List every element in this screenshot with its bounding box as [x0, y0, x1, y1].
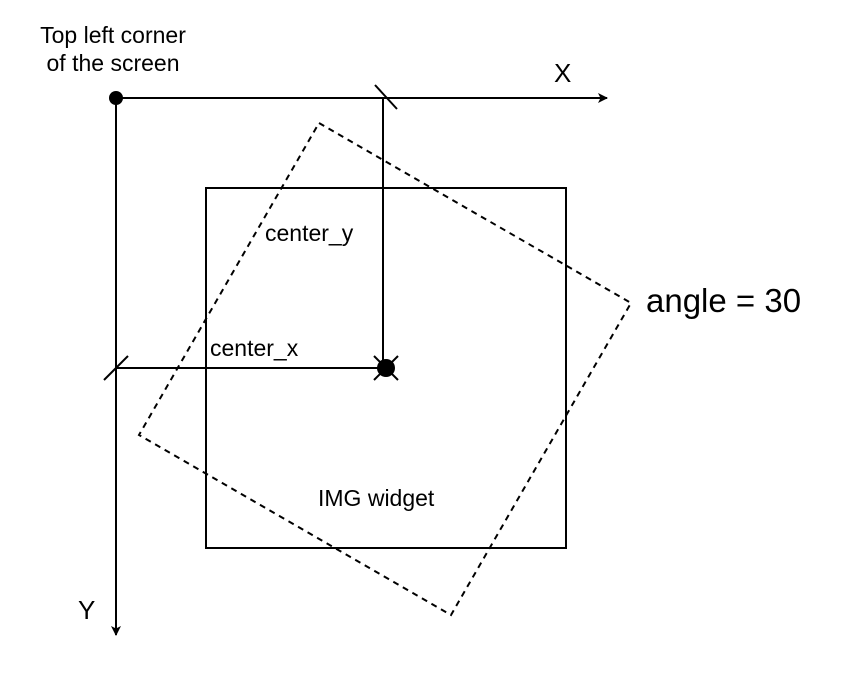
origin-label-line1: Top left corner [40, 22, 186, 48]
origin-label: Top left corner of the screen [18, 22, 208, 77]
origin-label-line2: of the screen [46, 49, 180, 76]
x-axis-label: X [554, 58, 572, 88]
y-axis-label: Y [78, 595, 96, 625]
center-y-tick [374, 84, 398, 110]
angle-label: angle = 30 [646, 282, 802, 319]
origin-dot [109, 91, 123, 105]
center-y-label: center_y [265, 220, 354, 246]
center-x-label: center_x [210, 335, 299, 361]
rotated-widget-outline [137, 121, 633, 617]
center-x-tick [103, 355, 129, 381]
img-widget-label: IMG widget [318, 485, 435, 511]
center-cross [373, 355, 399, 381]
